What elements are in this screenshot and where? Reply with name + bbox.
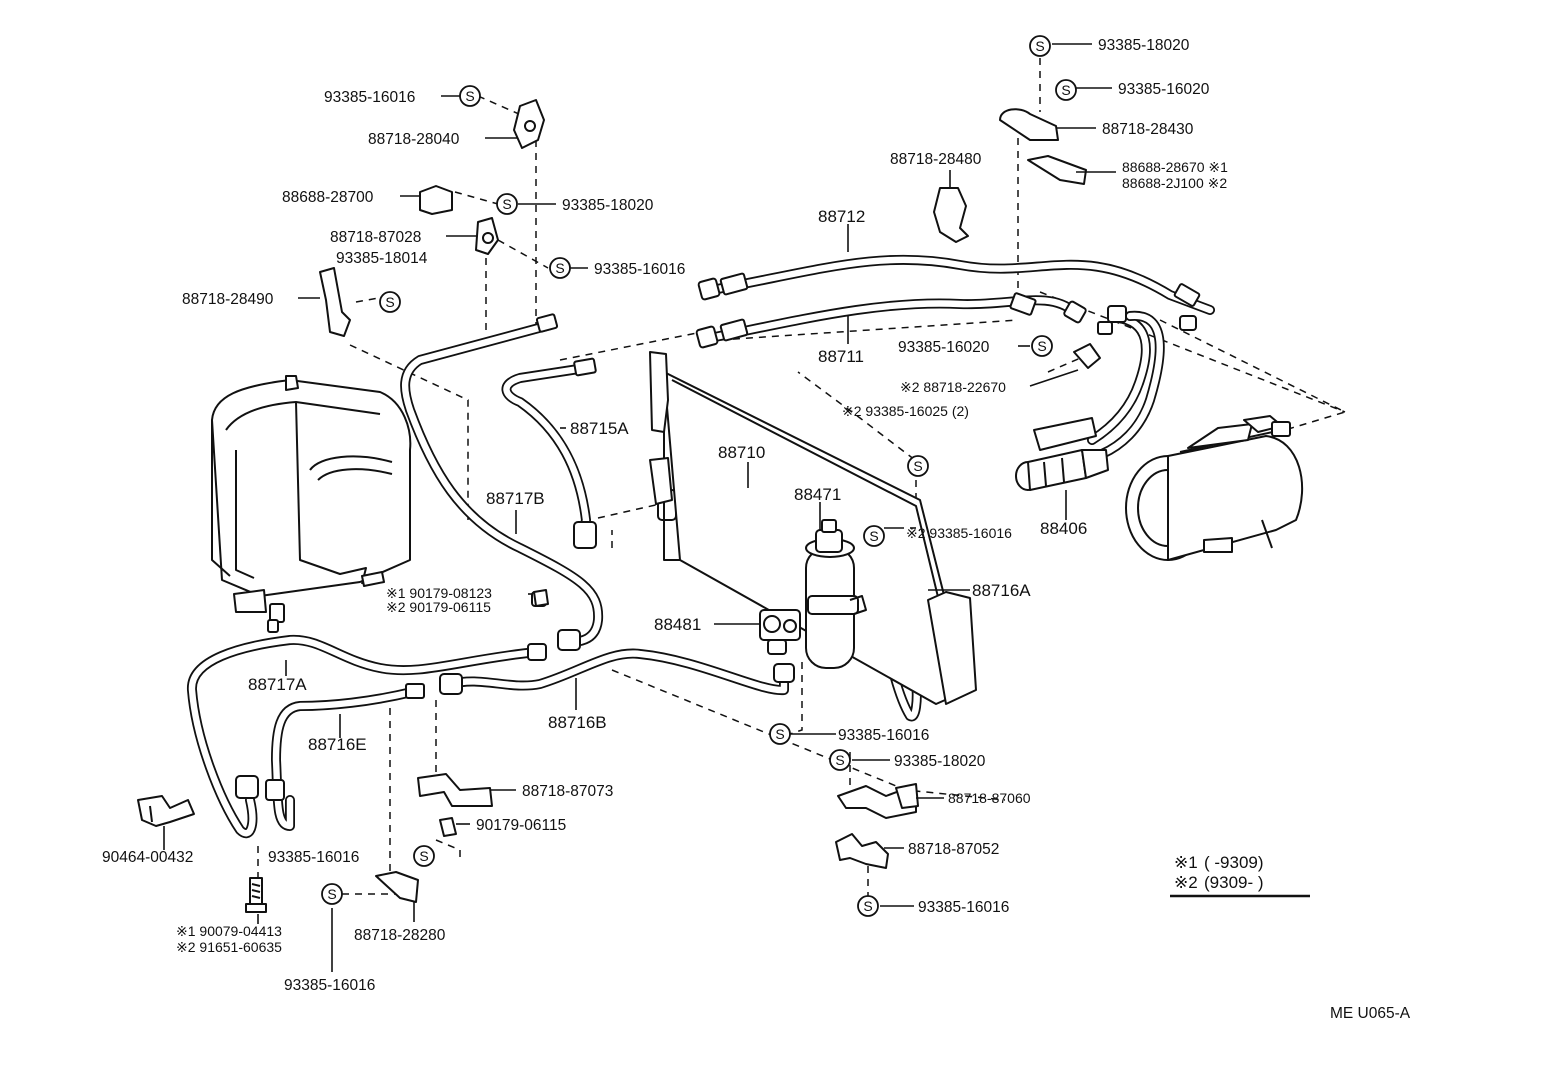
label-88718-87073: 88718-87073	[522, 783, 613, 800]
svg-text:S: S	[465, 88, 474, 104]
label-93385-16016-b: 93385-16016	[594, 261, 685, 278]
pipe-88716b	[447, 648, 789, 696]
label-88718-22670: ※2 88718-22670	[900, 379, 1006, 395]
svg-text:S: S	[555, 260, 564, 276]
legend-range-2: (9309- )	[1204, 873, 1264, 892]
label-93385-16020-mid: 93385-16020	[898, 339, 990, 356]
label-88710: 88710	[718, 443, 765, 462]
s-symbol: S	[769, 723, 791, 745]
svg-text:S: S	[835, 752, 844, 768]
label-90079-04413: ※1 90079-04413	[176, 923, 282, 939]
legend: ※1 ( -9309) ※2 (9309- )	[1170, 853, 1310, 898]
label-88712: 88712	[818, 207, 865, 226]
label-90464-00432: 90464-00432	[102, 849, 193, 866]
label-93385-18020-top: 93385-18020	[1098, 37, 1190, 54]
label-88718-87060: 88718-87060	[948, 790, 1031, 806]
label-93385-16016-c: ※2 93385-16016	[906, 525, 1012, 541]
label-88688-28700: 88688-28700	[282, 189, 374, 206]
label-88471: 88471	[794, 485, 841, 504]
pipe-88712	[707, 254, 1215, 315]
label-93385-18020-c: 93385-18020	[894, 753, 986, 770]
s-symbol: S	[863, 525, 885, 547]
label-88718-28430: 88718-28430	[1102, 121, 1194, 138]
label-93385-16016-g: 93385-16016	[284, 977, 375, 994]
label-91651-60635: ※2 91651-60635	[176, 939, 282, 955]
svg-text:S: S	[913, 458, 922, 474]
cooling-unit	[211, 375, 412, 613]
label-93385-16016-d: 93385-16016	[838, 727, 929, 744]
brackets-and-clamps	[137, 99, 1101, 913]
svg-text:S: S	[502, 196, 511, 212]
s-symbol: S	[379, 291, 401, 313]
label-93385-16016-e: 93385-16016	[268, 849, 359, 866]
legend-mark-1: ※1	[1174, 853, 1198, 872]
label-93385-18020-b: 93385-18020	[562, 197, 654, 214]
label-88715a: 88715A	[570, 419, 629, 438]
solenoid-valve-88406	[1015, 417, 1109, 491]
compressor	[1125, 415, 1304, 561]
symbol-s-group: S S S S S S S S S S S S S S	[321, 35, 1077, 917]
label-90179-06115-a: ※2 90179-06115	[386, 599, 491, 615]
label-93385-16016-a: 93385-16016	[324, 89, 415, 106]
label-88406: 88406	[1040, 519, 1087, 538]
svg-text:S: S	[1035, 38, 1044, 54]
s-symbol: S	[829, 749, 851, 771]
pressure-switch	[759, 609, 801, 655]
receiver-drier	[805, 519, 867, 669]
pipe-88715a	[501, 363, 591, 535]
s-symbol: S	[321, 883, 343, 905]
label-90179-06115-b: 90179-06115	[476, 817, 566, 834]
label-88716a: 88716A	[972, 581, 1031, 600]
part-labels: 93385-18020 93385-16020 88718-28430 8868…	[102, 37, 1228, 994]
label-88716e: 88716E	[308, 735, 367, 754]
label-88718-87052: 88718-87052	[908, 841, 999, 858]
svg-text:S: S	[863, 898, 872, 914]
legend-range-1: ( -9309)	[1204, 853, 1264, 872]
label-88717b: 88717B	[486, 489, 545, 508]
svg-text:S: S	[1061, 82, 1070, 98]
label-93385-16020-top: 93385-16020	[1118, 81, 1210, 98]
label-88718-28280: 88718-28280	[354, 927, 446, 944]
s-symbol: S	[459, 85, 481, 107]
diagram-reference-code: ME U065-A	[1330, 1005, 1411, 1022]
label-88718-87028: 88718-87028	[330, 229, 421, 246]
label-88718-28490: 88718-28490	[182, 291, 274, 308]
label-90179-08123: ※1 90179-08123	[386, 585, 492, 601]
pipe-discharge-compressor	[1087, 310, 1165, 459]
label-88717a: 88717A	[248, 675, 307, 694]
label-88688-2j100: 88688-2J100 ※2	[1122, 175, 1227, 191]
pipe-88716e	[271, 687, 417, 831]
s-symbol: S	[413, 845, 435, 867]
label-88718-28040: 88718-28040	[368, 131, 460, 148]
s-symbol: S	[1029, 35, 1051, 57]
label-88716b: 88716B	[548, 713, 607, 732]
legend-mark-2: ※2	[1174, 873, 1198, 892]
label-88718-28480: 88718-28480	[890, 151, 982, 168]
pipe-88717a	[187, 634, 541, 839]
label-88481: 88481	[654, 615, 701, 634]
label-93385-16016-f: 93385-16016	[918, 899, 1009, 916]
s-symbol: S	[1031, 335, 1053, 357]
callout-leaders	[163, 43, 1116, 972]
label-88711: 88711	[818, 347, 864, 366]
s-symbol: S	[496, 193, 518, 215]
label-93385-18014: 93385-18014	[336, 250, 428, 267]
svg-text:S: S	[327, 886, 336, 902]
s-symbol: S	[549, 257, 571, 279]
svg-text:S: S	[869, 528, 878, 544]
s-symbol: S	[857, 895, 879, 917]
pipe-88711	[705, 295, 1079, 343]
s-symbol: S	[1055, 79, 1077, 101]
svg-text:S: S	[775, 726, 784, 742]
svg-text:S: S	[385, 294, 394, 310]
svg-text:S: S	[1037, 338, 1046, 354]
label-93385-16025: ※2 93385-16025 (2)	[842, 403, 969, 419]
s-symbol: S	[907, 455, 929, 477]
svg-text:S: S	[419, 848, 428, 864]
pipe-88717b	[400, 320, 604, 647]
label-88688-28670: 88688-28670 ※1	[1122, 159, 1228, 175]
